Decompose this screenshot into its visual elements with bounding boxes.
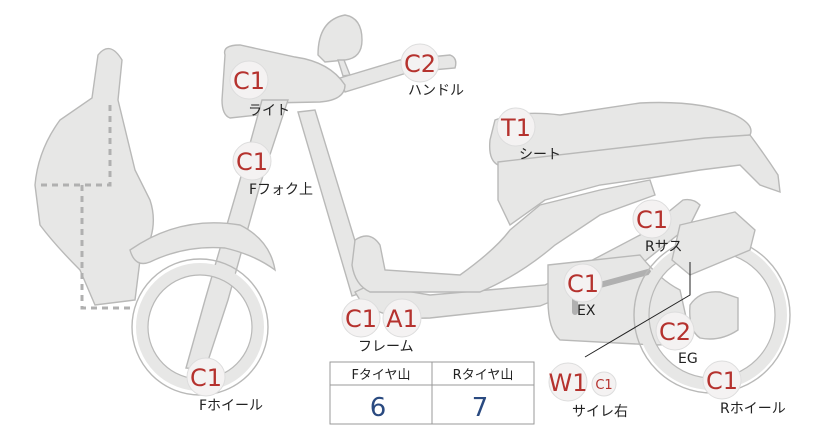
front-fender — [129, 222, 276, 272]
front-tire-header: Fタイヤ山 — [351, 368, 410, 383]
label-exhaust: EX — [577, 303, 596, 319]
panel-line-lower — [80, 185, 135, 310]
label-frame: フレーム — [358, 339, 414, 355]
tire-tread-table: Fタイヤ山 Rタイヤ山 6 7 — [329, 361, 535, 425]
label-side-right: サイレ右 — [572, 404, 628, 420]
marker-fork-upper: C1 Fフォク上 — [232, 141, 313, 198]
grade-badge — [382, 298, 422, 338]
subgrade-side-right: C1 — [595, 378, 612, 393]
grade-badge — [186, 357, 226, 397]
rear-shock — [671, 211, 756, 276]
grade-side-right: W1 — [549, 369, 588, 397]
grade-badge — [400, 43, 440, 83]
mirror — [317, 14, 363, 63]
panel-line-upper — [40, 105, 112, 187]
grade-badge — [229, 60, 269, 100]
grade-frame-2: A1 — [386, 305, 418, 333]
grade-front-wheel: C1 — [190, 364, 222, 392]
marker-exhaust: C1 EX — [563, 263, 603, 319]
grade-handle: C2 — [404, 50, 436, 78]
label-seat: シート — [519, 147, 561, 163]
marker-front-wheel: C1 Fホイール — [186, 357, 263, 414]
front-fairing — [34, 47, 155, 306]
label-handle: ハンドル — [408, 83, 464, 99]
grade-fork-upper: C1 — [236, 148, 268, 176]
marker-rear-wheel: C1 Rホイール — [702, 360, 786, 417]
marker-engine: C2 EG — [655, 311, 698, 367]
seat — [488, 101, 752, 166]
scooter-silhouette — [34, 14, 791, 396]
grade-seat: T1 — [500, 114, 531, 142]
front-tire-value: 6 — [370, 393, 387, 423]
rear-hub — [689, 291, 739, 340]
grade-badge — [548, 362, 588, 402]
label-fork-upper: Fフォク上 — [249, 182, 313, 198]
grade-rear-suspension: C1 — [636, 206, 668, 234]
grade-engine: C2 — [659, 318, 691, 346]
grade-rear-wheel: C1 — [706, 367, 738, 395]
grade-badge-small — [591, 371, 617, 397]
marker-light: C1 ライト — [229, 60, 290, 119]
marker-handle: C2 ハンドル — [400, 43, 464, 99]
marker-side-right: W1 C1 サイレ右 — [548, 362, 628, 420]
label-rear-wheel: Rホイール — [720, 401, 786, 417]
rear-tire-value: 7 — [472, 393, 489, 423]
grade-badge — [341, 298, 381, 338]
mirror-stem — [337, 59, 351, 77]
grade-badge — [563, 263, 603, 303]
label-engine: EG — [678, 351, 698, 367]
rear-tire-header: Rタイヤ山 — [453, 368, 514, 383]
grade-badge — [655, 311, 695, 351]
grade-frame-1: C1 — [345, 305, 377, 333]
label-front-wheel: Fホイール — [199, 398, 263, 414]
grade-badge — [232, 141, 272, 181]
label-rear-suspension: Rサス — [645, 239, 682, 255]
grade-light: C1 — [233, 67, 265, 95]
marker-seat: T1 シート — [496, 107, 561, 163]
label-light: ライト — [248, 103, 290, 119]
floor-board — [351, 179, 656, 293]
marker-frame: C1 A1 フレーム — [341, 298, 422, 355]
grade-exhaust: C1 — [567, 270, 599, 298]
grade-badge — [632, 199, 672, 239]
rear-body — [497, 134, 781, 227]
grade-badge — [702, 360, 742, 400]
leader-line — [584, 262, 691, 358]
marker-rear-suspension: C1 Rサス — [632, 199, 682, 255]
grade-badge — [496, 107, 536, 147]
